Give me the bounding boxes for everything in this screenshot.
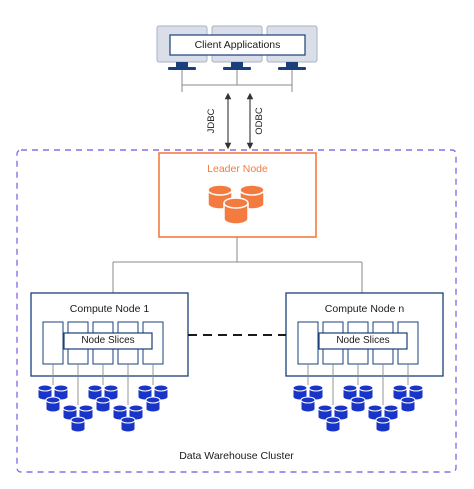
leader-node-label: Leader Node [207,163,268,175]
compute-node-1-label: Compute Node 1 [69,303,150,315]
database-icon [358,384,374,401]
database-icon [145,396,161,413]
storage-disks [37,384,424,433]
node-slice [42,321,64,365]
compute-node-n [285,292,444,405]
node-slice [297,321,319,365]
database-icon [292,384,308,401]
compute-node-n-label: Compute Node n [324,303,405,315]
database-icon [207,184,265,225]
client-monitors [156,25,318,70]
database-icon [400,396,416,413]
leader-compute-connectors [112,237,363,293]
database-icon [95,396,111,413]
client-connectors [181,70,293,92]
node-slices-label-box [318,332,408,350]
node-slices-label: Node Slices [81,335,135,346]
database-icon [112,404,128,421]
cluster-label: Data Warehouse Cluster [179,450,294,462]
client-applications-label: Client Applications [194,39,281,51]
database-icon [45,396,61,413]
database-icon [325,416,341,433]
database-icon [367,404,383,421]
odbc-label: ODBC [254,107,265,135]
database-icon [128,404,144,421]
database-icon [408,384,424,401]
database-icon [300,396,316,413]
cluster-boundary [16,149,457,473]
database-icon [62,404,78,421]
compute-node-1 [30,292,189,405]
database-icon [153,384,169,401]
database-icon [350,396,366,413]
database-icon [375,416,391,433]
database-icon [137,384,153,401]
database-icon [308,384,324,401]
jdbc-label: JDBC [206,108,217,134]
node-slices-label: Node Slices [336,335,390,346]
database-icon [317,404,333,421]
database-icon [70,416,86,433]
database-icon [37,384,53,401]
database-icon [120,416,136,433]
node-slices-label-box [63,332,153,350]
client-label-box [169,34,306,56]
